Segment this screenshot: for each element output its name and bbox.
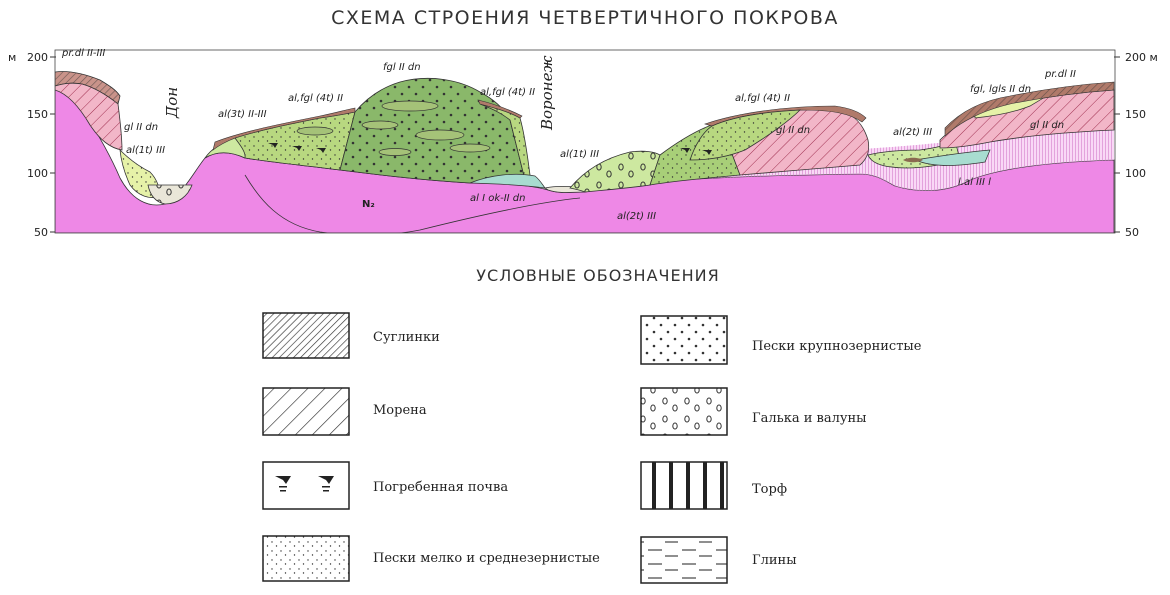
legend-label-clay: Глины [752, 553, 797, 568]
left-tick-150: 150 [27, 108, 48, 121]
left-tick-200: 200 [27, 51, 48, 64]
legend-item-peat: Торф [640, 461, 787, 510]
label-gl-2-dn-mid: gl II dn [776, 125, 810, 136]
right-tick-50: 50 [1125, 226, 1139, 239]
legend-title: УСЛОВНЫЕ ОБОЗНАЧЕНИЯ [476, 266, 719, 285]
diagram-title: СХЕМА СТРОЕНИЯ ЧЕТВЕРТИЧНОГО ПОКРОВА [331, 7, 839, 29]
right-tick-150: 150 [1125, 108, 1146, 121]
legend-item-buried-soil: Погребенная почва [262, 461, 508, 510]
legend-label-buried-soil: Погребенная почва [373, 480, 508, 495]
section-frame [54, 49, 1116, 234]
label-pr-dl-2-3: pr.dl II-III [61, 48, 105, 59]
legend-swatch-pebbles [640, 387, 728, 436]
left-axis-unit: м [8, 51, 16, 64]
label-al-2t-3-right: al(2t) III [893, 127, 932, 138]
legend: Суглинки Морена Погребенная почва Пески … [262, 312, 922, 584]
label-al-fgl-4t-2-right: al,fgl (4t) II [735, 93, 790, 104]
left-elevation-axis: м 200 150 100 50 [8, 51, 48, 239]
cross-section [55, 71, 1115, 233]
legend-swatch-moraine [262, 387, 350, 436]
legend-swatch-coarse-sand [640, 315, 728, 365]
label-al-1-ok-2-dn: al I ok-II dn [470, 193, 526, 204]
left-tick-50: 50 [34, 226, 48, 239]
legend-label-peat: Торф [752, 482, 787, 497]
label-al-1t-3-left: al(1t) III [126, 145, 165, 156]
legend-label-coarse-sand: Пески крупнозернистые [752, 339, 922, 354]
right-tick-200: 200 м [1125, 51, 1158, 64]
buried-soil-marks [268, 143, 712, 155]
legend-item-pebbles: Галька и валуны [640, 387, 867, 436]
legend-swatch-loam [262, 312, 350, 359]
label-n2: N₂ [362, 199, 375, 210]
legend-item-moraine: Морена [262, 387, 427, 436]
legend-item-fine-sand: Пески мелко и среднезернистые [262, 535, 600, 582]
legend-swatch-peat [640, 461, 728, 510]
label-l-al-3-l: l.al III l [958, 177, 991, 188]
ok-dn-lens [469, 173, 546, 189]
loam-cover-center-right [477, 99, 523, 119]
label-al-fgl-4t-2-left: al,fgl (4t) II [288, 93, 343, 104]
legend-label-loam: Суглинки [373, 330, 440, 345]
legend-swatch-buried-soil [262, 461, 350, 510]
legend-item-coarse-sand: Пески крупнозернистые [640, 315, 922, 365]
left-tick-100: 100 [27, 167, 48, 180]
layer-labels: pr.dl II-III gl II dn al(1t) III al(3t) … [61, 48, 1076, 222]
label-al-2t-3-center: al(2t) III [617, 211, 656, 222]
label-al-fgl-4t-2-center: al,fgl (4t) II [480, 87, 535, 98]
legend-swatch-clay [640, 536, 728, 584]
legend-label-pebbles: Галька и валуны [752, 411, 867, 426]
legend-item-clay: Глины [640, 536, 797, 584]
peat-lens [903, 157, 923, 163]
label-al-3t-2-3: al(3t) II-III [218, 109, 267, 120]
label-gl-2-dn-right: gl II dn [1030, 120, 1064, 131]
right-elevation-axis: 200 м 150 100 50 [1125, 51, 1158, 239]
label-fgl-lgls-2-dn: fgl, lgls II dn [970, 84, 1031, 95]
label-gl-2-dn-left: gl II dn [124, 122, 158, 133]
label-pr-dl-2: pr.dl II [1044, 69, 1076, 80]
loam-cover-center-left [212, 107, 356, 151]
legend-label-fine-sand: Пески мелко и среднезернистые [373, 551, 600, 566]
clay-lenses-center [296, 100, 491, 156]
legend-label-moraine: Морена [373, 403, 427, 418]
buried-soil-icon [275, 476, 334, 492]
legend-item-loam: Суглинки [262, 312, 440, 359]
river-label-don: Дон [163, 87, 181, 119]
lacustrine-alluvium [913, 149, 991, 166]
label-fgl-2-dn: fgl II dn [383, 62, 421, 73]
legend-swatch-fine-sand [262, 535, 350, 582]
right-tick-100: 100 [1125, 167, 1146, 180]
river-label-voronezh: Воронеж [538, 56, 556, 132]
label-al-1t-3-right: al(1t) III [560, 149, 599, 160]
